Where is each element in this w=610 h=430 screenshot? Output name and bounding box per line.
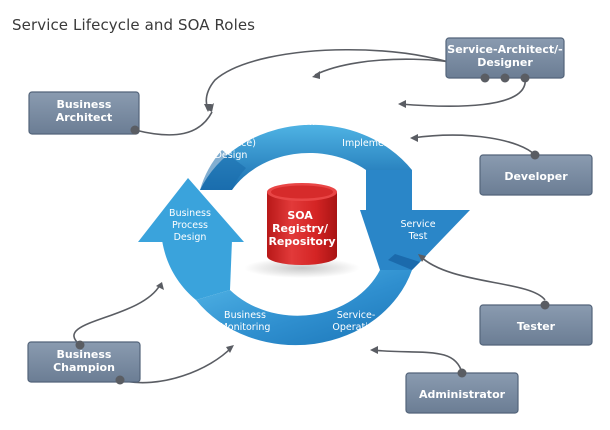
arrowhead-service-architect-2 bbox=[312, 71, 320, 79]
role-developer[interactable]: Developer bbox=[479, 154, 593, 196]
dot-service-architect-3 bbox=[520, 73, 530, 83]
svg-text:Service-Architect/-Designer: Service-Architect/-Designer bbox=[447, 43, 562, 69]
role-administrator[interactable]: Administrator bbox=[405, 372, 519, 414]
dot-business-champion-2 bbox=[115, 375, 125, 385]
arrowhead-business-champion bbox=[156, 282, 164, 290]
svg-text:Administrator: Administrator bbox=[419, 388, 506, 401]
arrowhead-administrator bbox=[370, 346, 378, 354]
connector-business-architect bbox=[134, 111, 213, 136]
ring-left-arrow bbox=[138, 178, 244, 242]
dot-business-champion-1 bbox=[75, 340, 85, 350]
ring-left-arrow-body bbox=[162, 240, 232, 300]
dot-service-architect-1 bbox=[480, 73, 490, 83]
connector-tester bbox=[419, 255, 546, 301]
connector-dots bbox=[75, 73, 550, 385]
dot-developer bbox=[530, 150, 540, 160]
soa-repository: SOA Registry/ Repository bbox=[244, 183, 360, 278]
connector-administrator bbox=[371, 349, 463, 374]
arrowhead-tester bbox=[418, 254, 426, 262]
dot-administrator bbox=[457, 368, 467, 378]
ring-right-arrow-body bbox=[366, 170, 412, 212]
dot-business-architect bbox=[130, 125, 140, 135]
ring-right-arrow bbox=[360, 210, 470, 270]
repository-body bbox=[267, 192, 337, 265]
role-service-architect[interactable]: Service-Architect/-Designer bbox=[445, 37, 565, 79]
connector-service-architect-3 bbox=[399, 77, 526, 107]
arrowhead-developer bbox=[410, 134, 418, 142]
svg-text:Developer: Developer bbox=[504, 170, 568, 183]
role-tester[interactable]: Tester bbox=[479, 304, 593, 346]
ring-upper-arc bbox=[200, 124, 412, 190]
arrowhead-business-champion-2 bbox=[226, 345, 234, 353]
svg-text:Tester: Tester bbox=[517, 320, 556, 333]
diagram-title: Service Lifecycle and SOA Roles bbox=[12, 16, 256, 34]
arrowhead-service-architect-3 bbox=[398, 100, 406, 108]
repository-shadow bbox=[244, 258, 360, 278]
phase-service-design: Service(Interface)Design bbox=[206, 126, 256, 161]
ring-shadow-design bbox=[200, 150, 246, 190]
ring-shadow-test bbox=[388, 254, 420, 270]
dot-service-architect-2 bbox=[500, 73, 510, 83]
connector-developer bbox=[411, 134, 536, 156]
phase-service-operation: Service-Operation bbox=[332, 310, 379, 333]
arrowhead-service-architect-1 bbox=[204, 104, 212, 112]
dot-tester bbox=[540, 300, 550, 310]
lifecycle-ring bbox=[138, 124, 470, 346]
repository-label: SOA Registry/ Repository bbox=[268, 209, 335, 248]
connector-business-champion bbox=[73, 284, 161, 346]
ring-lower-arc bbox=[196, 270, 412, 346]
connector-arrowheads bbox=[156, 71, 426, 354]
repository-top-inner bbox=[271, 185, 333, 199]
connector-service-architect-1 bbox=[205, 48, 486, 111]
